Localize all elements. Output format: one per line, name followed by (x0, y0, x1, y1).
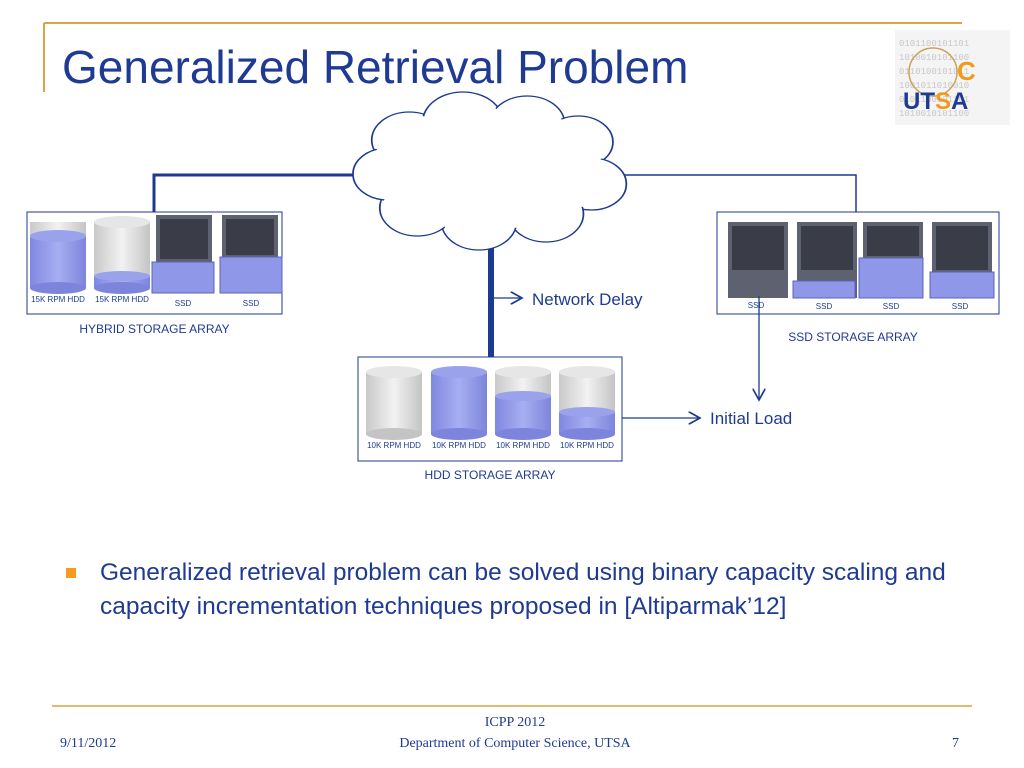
hybrid-array-label: HYBRID STORAGE ARRAY (79, 322, 230, 336)
hybrid-unit-label-2: 15K RPM HDD (95, 295, 149, 304)
hdd-unit-4 (559, 366, 615, 440)
utsa-logo: 0101100101101 1010010101100 011010010101… (895, 30, 1010, 125)
svg-text:0101100101101: 0101100101101 (899, 95, 969, 105)
ssd-array-label: SSD STORAGE ARRAY (788, 330, 918, 344)
footer-department: Department of Computer Science, UTSA (399, 736, 631, 751)
ssd-unit-label-1: SSD (747, 301, 765, 310)
hybrid-unit-label-4: SSD (242, 299, 260, 308)
hdd-unit-label-4: 10K RPM HDD (560, 441, 614, 450)
ssd-unit-3 (858, 222, 924, 299)
link-to-ssd (620, 174, 857, 212)
hybrid-unit-label-1: 15K RPM HDD (31, 295, 85, 304)
ssd-unit-2 (792, 222, 857, 299)
footer-date: 9/11/2012 (60, 736, 117, 751)
hdd-unit-2 (431, 366, 487, 440)
hybrid-unit-label-3: SSD (174, 299, 192, 308)
hdd-unit-3 (495, 366, 551, 440)
hybrid-ssd-2 (219, 215, 283, 294)
hdd-unit-1 (366, 366, 422, 440)
hdd-unit-label-3: 10K RPM HDD (496, 441, 550, 450)
ssd-unit-label-3: SSD (882, 302, 900, 311)
footer-conference: ICPP 2012 (484, 715, 546, 730)
initial-load-label: Initial Load (710, 409, 793, 428)
network-delay-label: Network Delay (532, 290, 643, 309)
hdd-unit-label-2: 10K RPM HDD (432, 441, 486, 450)
logo-utsa-text: UTSA (903, 88, 968, 115)
hybrid-ssd-1 (151, 215, 215, 294)
ssd-unit-label-2: SSD (815, 302, 833, 311)
bullet-icon (66, 568, 76, 578)
logo-letter-c: C (957, 56, 976, 86)
svg-text:0101100101101: 0101100101101 (899, 39, 969, 49)
ssd-unit-1 (728, 222, 788, 298)
svg-text:0110100101011: 0110100101011 (899, 67, 969, 77)
slide-title: Generalized Retrieval Problem (62, 41, 689, 93)
hdd-array-label: HDD STORAGE ARRAY (424, 468, 556, 482)
bullet-text: Generalized retrieval problem can be sol… (100, 559, 946, 620)
link-to-hybrid (152, 173, 362, 212)
ssd-unit-label-4: SSD (951, 302, 969, 311)
network-cloud (352, 91, 628, 251)
svg-text:1010010101100: 1010010101100 (899, 53, 969, 63)
svg-text:1010010101100: 1010010101100 (899, 109, 969, 119)
footer-page-number: 7 (952, 736, 959, 751)
hybrid-hdd-2 (94, 216, 150, 294)
hybrid-hdd-1 (30, 222, 86, 294)
svg-text:1001011010010: 1001011010010 (899, 81, 969, 91)
hdd-unit-label-1: 10K RPM HDD (367, 441, 421, 450)
ssd-unit-4 (929, 222, 995, 299)
